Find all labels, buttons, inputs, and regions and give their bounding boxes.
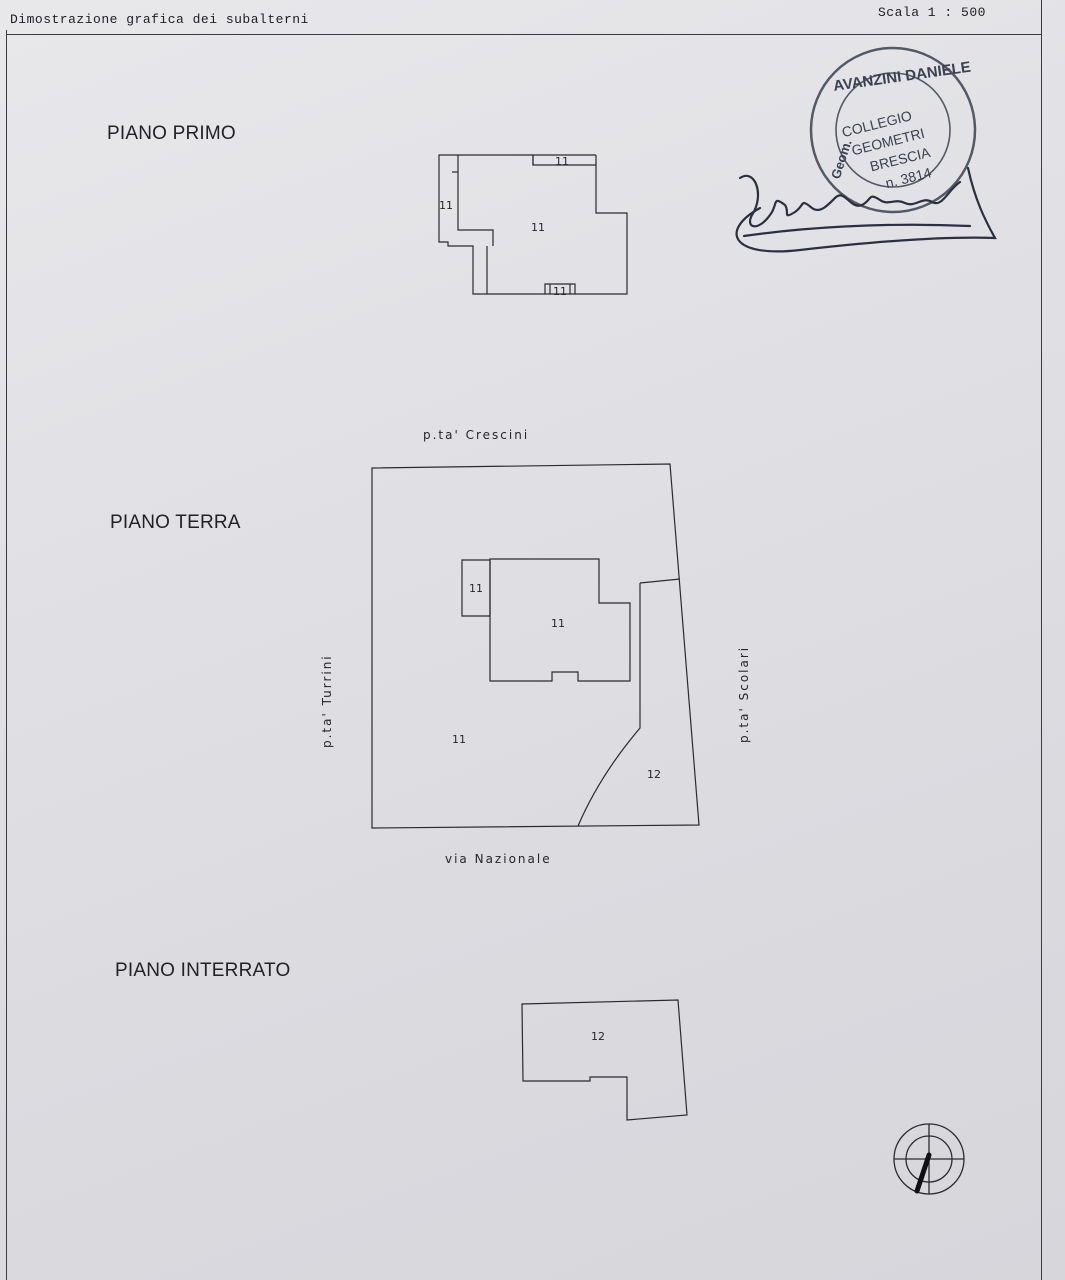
unit-label: 12 — [647, 768, 661, 781]
unit-label: 11 — [452, 733, 466, 746]
unit-labels: 11 11 11 11 11 11 11 12 12 — [439, 155, 661, 1043]
plan-primo-balcony-bottom — [544, 283, 576, 294]
stamp-name: AVANZINI DANIELE — [832, 59, 972, 95]
north-arrow-icon — [893, 1123, 965, 1195]
plan-terra-strip — [577, 578, 681, 827]
professional-stamp: AVANZINI DANIELE Geom. COLLEGIO GEOMETRI… — [809, 46, 977, 214]
unit-label: 11 — [555, 155, 569, 168]
unit-label: 12 — [591, 1030, 605, 1043]
scale-label: Scala 1 : 500 — [878, 5, 986, 20]
floor-label-terra: PIANO TERRA — [110, 512, 241, 533]
unit-label: 11 — [439, 199, 453, 212]
unit-label: 11 — [469, 582, 483, 595]
signature-icon — [735, 166, 997, 253]
frame-right-border — [1041, 0, 1042, 1280]
document-title: Dimostrazione grafica dei subalterni — [10, 12, 309, 27]
neighbor-south: via Nazionale — [445, 852, 552, 866]
floor-label-primo: PIANO PRIMO — [107, 123, 236, 144]
unit-label: 11 — [531, 221, 545, 234]
unit-label: 11 — [551, 617, 565, 630]
plan-primo-balcony-left — [452, 155, 494, 246]
neighbor-north: p.ta' Crescini — [423, 428, 530, 442]
frame-left-border — [6, 30, 7, 1280]
plan-terra-lot — [371, 463, 700, 829]
unit-label: 11 — [553, 285, 567, 298]
header-bar — [6, 8, 1042, 35]
floor-label-interrato: PIANO INTERRATO — [115, 960, 291, 981]
plan-primo-balcony-top — [532, 154, 597, 165]
plan-terra-house — [489, 558, 631, 682]
plan-interrato-outline — [521, 999, 688, 1121]
